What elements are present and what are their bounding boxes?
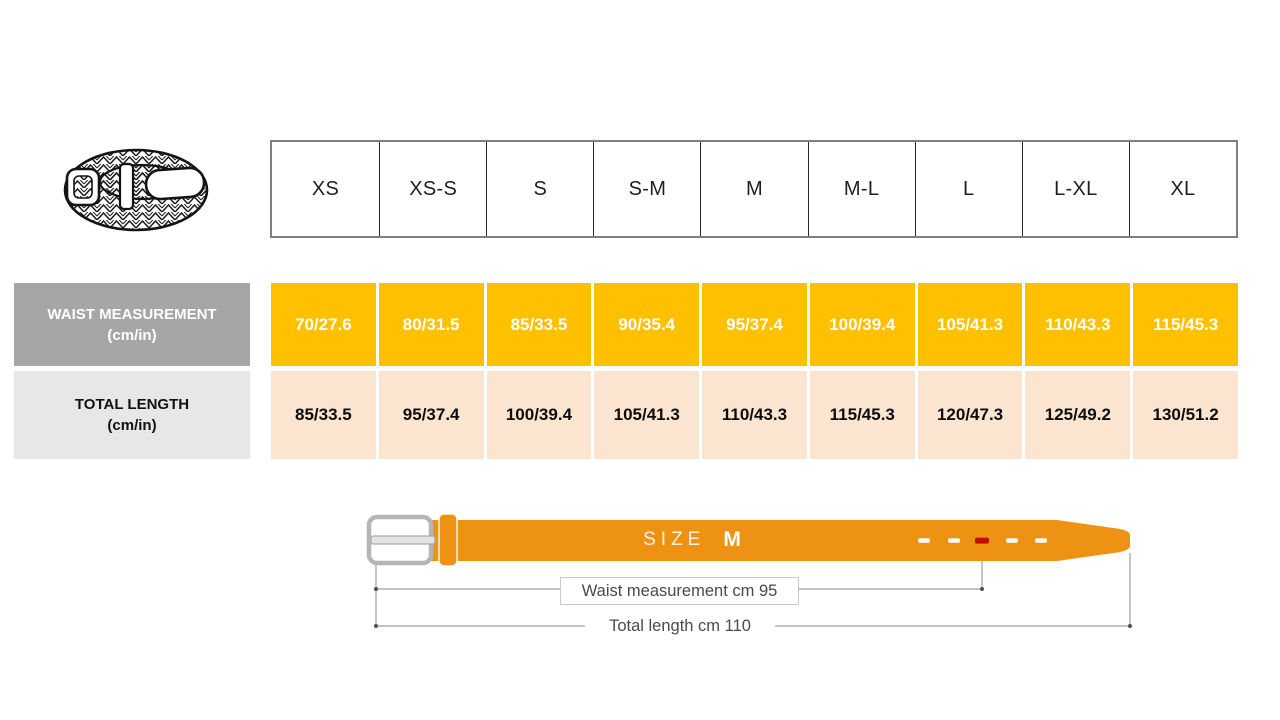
waist-value-cell: 115/45.3	[1133, 283, 1238, 366]
waist-value-cell: 85/33.5	[486, 283, 592, 366]
total-length-value-cell: 85/33.5	[271, 371, 376, 459]
belt-measurement-diagram: SIZE M Waist measurement cm 95 Total len…	[355, 503, 1145, 643]
total-length-value-cell: 105/41.3	[594, 371, 700, 459]
size-header-cell: M-L	[807, 142, 915, 236]
size-header-cell: M	[700, 142, 807, 236]
belt-holes	[918, 537, 1047, 544]
belt-keeper	[438, 513, 458, 567]
total-length-value-cell: 115/45.3	[809, 371, 915, 459]
waist-row-label-text: WAIST MEASUREMENT	[47, 305, 217, 323]
waist-measurement-label: Waist measurement cm 95	[560, 577, 799, 605]
size-header-cell: S	[486, 142, 593, 236]
size-header-cell: XS-S	[379, 142, 486, 236]
belt-hole	[948, 538, 960, 543]
total-length-value-cell: 110/43.3	[702, 371, 807, 459]
total-length-row-label-text: TOTAL LENGTH	[74, 396, 190, 413]
waist-row-label: WAIST MEASUREMENT (cm/in)	[14, 283, 250, 366]
belt-hole	[1006, 538, 1018, 543]
size-indicator: SIZE M	[607, 526, 777, 554]
waist-value-cell: 105/41.3	[917, 283, 1023, 366]
waist-value-cell: 100/39.4	[809, 283, 915, 366]
size-indicator-label: SIZE	[643, 529, 706, 550]
size-header-cell: L	[914, 142, 1022, 236]
belt-hole	[1035, 538, 1047, 543]
buckle-prong	[370, 535, 436, 545]
belt-hole-active	[975, 537, 989, 544]
size-header-cell: XS	[311, 177, 340, 200]
illustration-keeper	[118, 162, 135, 211]
waist-value-cell: 95/37.4	[702, 283, 807, 366]
total-length-value-cell: 100/39.4	[486, 371, 592, 459]
waist-value-cell: 90/35.4	[594, 283, 700, 366]
waist-value-cell: 70/27.6	[271, 283, 376, 366]
total-length-value-cell: 120/47.3	[917, 371, 1023, 459]
total-length-value-cell: 95/37.4	[378, 371, 484, 459]
waist-value-cell: 110/43.3	[1025, 283, 1131, 366]
braided-belt-drawing	[63, 148, 209, 232]
belt-strap	[429, 520, 1130, 561]
total-length-row-label: TOTAL LENGTH (cm/in)	[14, 371, 250, 459]
waist-row-label-unit: (cm/in)	[107, 326, 157, 344]
total-length-label: Total length cm 110	[585, 615, 775, 638]
total-length-value-cell: 125/49.2	[1025, 371, 1131, 459]
total-length-row-label-unit: (cm/in)	[107, 417, 157, 434]
dimension-end-dots	[374, 587, 1132, 628]
illustration-belt-tip	[144, 166, 206, 201]
size-header-cell: L-XL	[1021, 142, 1129, 236]
total-length-values-row: 85/33.5 95/37.4 100/39.4 105/41.3 110/43…	[271, 371, 1238, 459]
size-header-cell: S-M	[593, 142, 700, 236]
waist-values-row: 70/27.6 80/31.5 85/33.5 90/35.4 95/37.4 …	[271, 283, 1238, 366]
belt-hole	[918, 538, 930, 543]
braided-belt-icon	[58, 140, 216, 236]
size-header-row: XS XS-S S S-M M M-L L L-XL XL	[270, 140, 1238, 238]
total-length-value-cell: 130/51.2	[1133, 371, 1238, 459]
size-indicator-value: M	[723, 528, 741, 551]
waist-value-cell: 80/31.5	[378, 283, 484, 366]
size-header-cell: XL	[1128, 142, 1236, 236]
